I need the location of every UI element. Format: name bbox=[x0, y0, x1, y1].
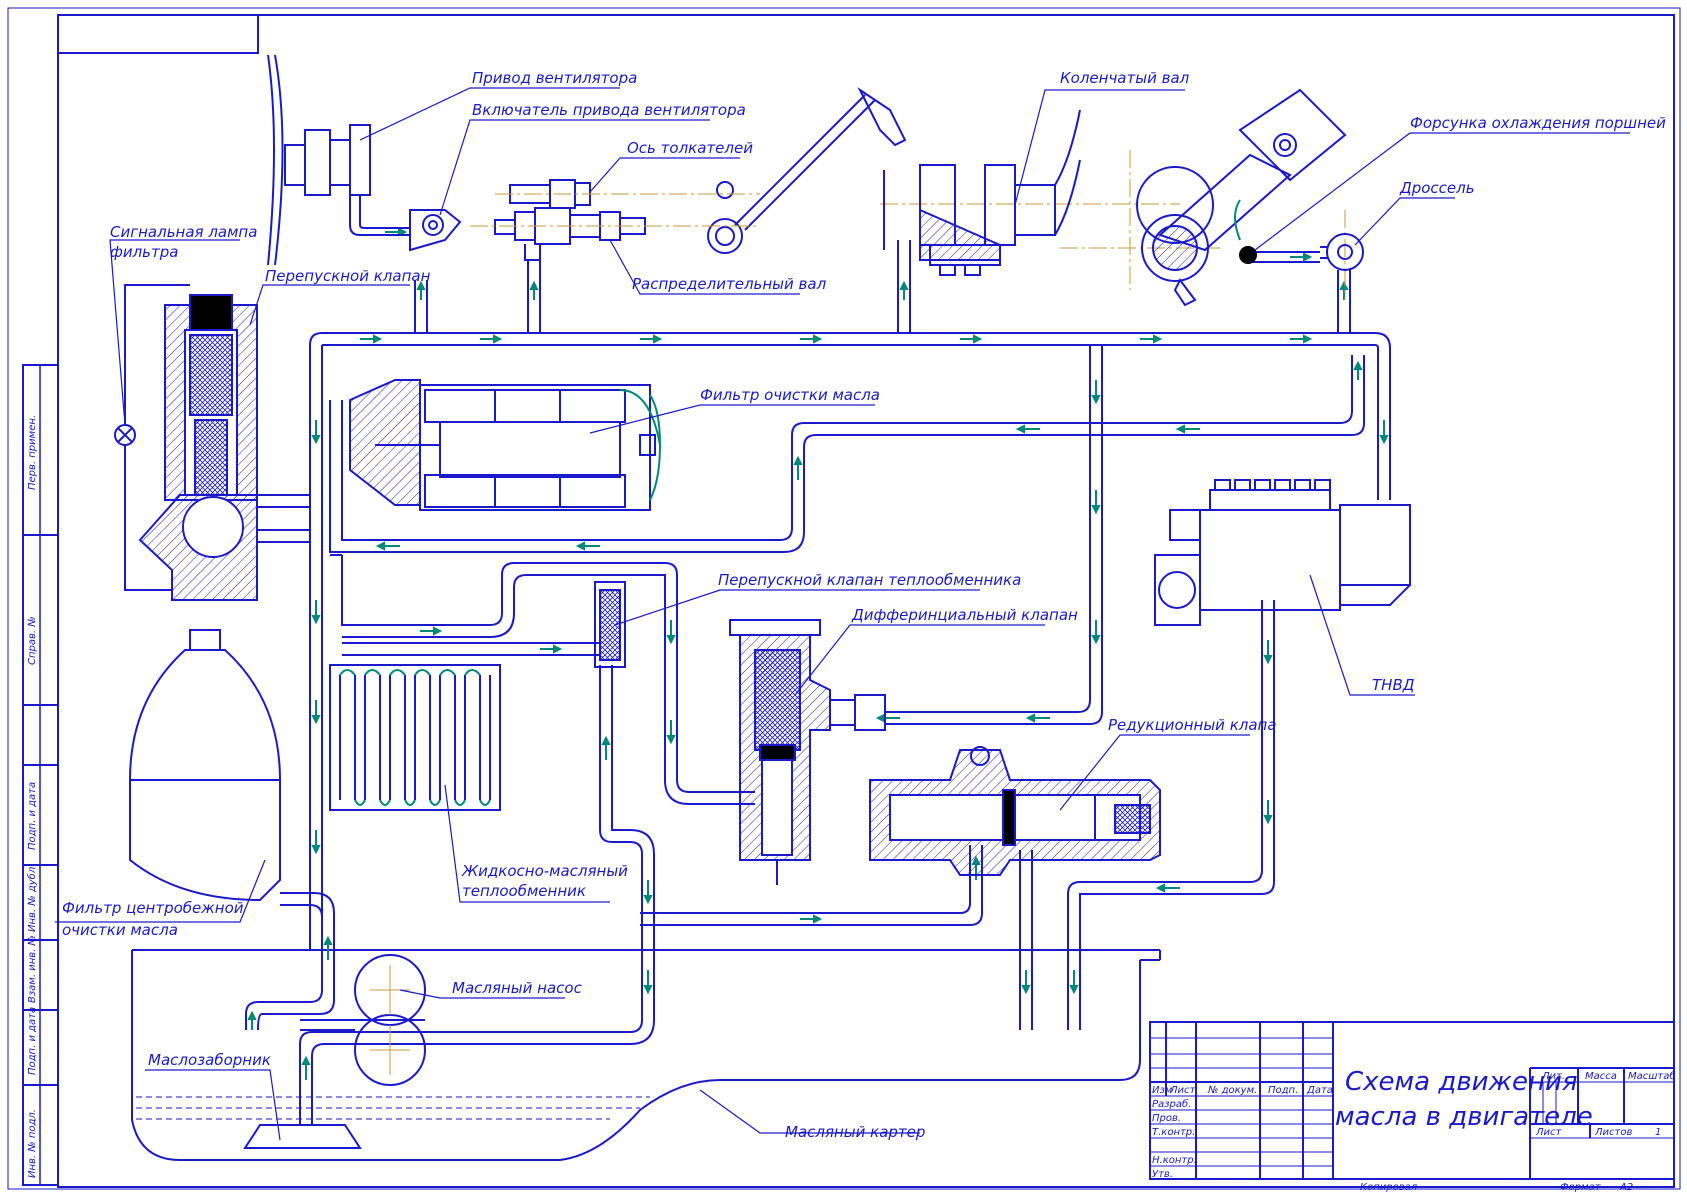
component-labels: Привод вентилятора Включатель привода ве… bbox=[62, 69, 1666, 1141]
label-centrifugal-filter: Фильтр центробежной bbox=[62, 899, 244, 917]
tb-row-utv: Утв. bbox=[1152, 1169, 1173, 1180]
tb-col-sign: Подп. bbox=[1268, 1085, 1298, 1096]
heat-exchanger bbox=[329, 664, 501, 811]
tb-row-prov: Пров. bbox=[1152, 1113, 1181, 1124]
label-bypass-valve: Перепускной клапан bbox=[265, 267, 431, 285]
oil-pump bbox=[300, 954, 426, 1086]
label-reduction-valve: Редукционный клапа bbox=[1108, 716, 1277, 734]
side-stamp: Подп. и дата bbox=[27, 1007, 38, 1075]
tb-format: Формат bbox=[1560, 1182, 1602, 1193]
oil-intake bbox=[243, 1098, 362, 1149]
tb-sheet: Лист bbox=[1535, 1127, 1563, 1138]
label-fan-drive-switch: Включатель привода вентилятора bbox=[472, 101, 746, 119]
side-stamp: Справ. № bbox=[27, 616, 38, 665]
drawing-title: Схема движения bbox=[1345, 1067, 1578, 1097]
reduction-valve bbox=[869, 746, 1161, 876]
side-stamps: Перв. примен. Справ. № Подп. и дата Инв.… bbox=[26, 415, 38, 1178]
label-heat-exchanger-bypass-valve: Перепускной клапан теплообменника bbox=[718, 571, 1021, 589]
label-heat-exchanger: теплообменник bbox=[462, 882, 586, 900]
title-block-text: Изм Лист № докум. Подп. Дата Разраб. Про… bbox=[1152, 1067, 1676, 1193]
tb-row-nkontr: Н.контр. bbox=[1152, 1155, 1197, 1166]
label-fan-drive: Привод вентилятора bbox=[472, 69, 637, 87]
label-filter-signal-lamp: фильтра bbox=[110, 243, 178, 261]
heat-exchanger-bypass-valve bbox=[594, 581, 626, 668]
crankshaft bbox=[883, 88, 1347, 307]
tb-lit: Лит. bbox=[1541, 1071, 1565, 1082]
tb-massa: Масса bbox=[1585, 1071, 1617, 1082]
tb-sheets: Листов bbox=[1594, 1127, 1632, 1138]
fan-drive bbox=[267, 54, 462, 266]
side-stamp: Взам. инв. № bbox=[27, 935, 38, 1003]
oil-level bbox=[136, 1096, 650, 1120]
tb-format-value: A2 bbox=[1619, 1182, 1633, 1193]
drawing-title: масла в двигателе bbox=[1335, 1102, 1593, 1132]
differential-valve bbox=[729, 619, 886, 885]
tb-col-izm: Изм bbox=[1152, 1085, 1173, 1096]
oil-filter bbox=[349, 379, 662, 511]
title-block bbox=[1149, 1021, 1675, 1180]
tb-sheets-count: 1 bbox=[1655, 1127, 1661, 1138]
side-stamp: Подп. и дата bbox=[27, 782, 38, 850]
bypass-valve bbox=[138, 294, 310, 601]
centrifugal-filter bbox=[128, 629, 282, 902]
tb-row-tkontr: Т.контр. bbox=[1152, 1127, 1195, 1138]
side-stamp: Инв. № дубл. bbox=[26, 864, 38, 932]
tb-col-list: Лист bbox=[1169, 1085, 1197, 1096]
label-oil-intake: Маслозаборник bbox=[148, 1051, 271, 1069]
sheet-frame bbox=[7, 7, 1681, 1190]
throttle bbox=[1320, 233, 1364, 271]
label-centrifugal-filter: очистки масла bbox=[62, 921, 178, 939]
piston-cooling-nozzle-dot bbox=[1239, 246, 1257, 264]
tb-col-date: Дата bbox=[1306, 1085, 1333, 1096]
label-heat-exchanger: Жидкосно-масляный bbox=[461, 862, 628, 880]
flow-arrows bbox=[247, 227, 1389, 1080]
label-crankshaft: Коленчатый вал bbox=[1060, 69, 1190, 87]
filter-signal-lamp bbox=[114, 284, 190, 591]
center-lines bbox=[470, 150, 1346, 300]
side-stamp: Перв. примен. bbox=[27, 415, 38, 490]
label-hpfp: ТНВД bbox=[1372, 676, 1415, 694]
tb-row-razrab: Разраб. bbox=[1152, 1098, 1191, 1110]
tb-col-doc: № докум. bbox=[1207, 1085, 1257, 1096]
tb-copied: Копировал bbox=[1360, 1182, 1418, 1193]
oil-sump bbox=[131, 949, 1161, 1161]
leader-lines bbox=[55, 87, 1630, 1141]
tb-masshtab: Масштаб bbox=[1628, 1070, 1676, 1082]
label-rocker-axis: Ось толкателей bbox=[627, 139, 753, 157]
oil-pipes bbox=[245, 240, 1391, 1098]
hpfp bbox=[1154, 479, 1411, 626]
label-oil-pump: Масляный насос bbox=[452, 979, 583, 997]
label-oil-filter: Фильтр очистки масла bbox=[700, 386, 880, 404]
label-oil-sump: Масляный картер bbox=[785, 1123, 925, 1141]
label-filter-signal-lamp: Сигнальная лампа bbox=[110, 223, 257, 241]
label-differential-valve: Дифферинциальный клапан bbox=[851, 606, 1078, 624]
label-throttle: Дроссель bbox=[1399, 179, 1475, 197]
label-camshaft: Распределительный вал bbox=[632, 275, 827, 293]
label-piston-cooling-nozzle: Форсунка охлаждения поршней bbox=[1410, 114, 1666, 132]
side-stamp: Инв. № подл. bbox=[27, 1109, 38, 1178]
